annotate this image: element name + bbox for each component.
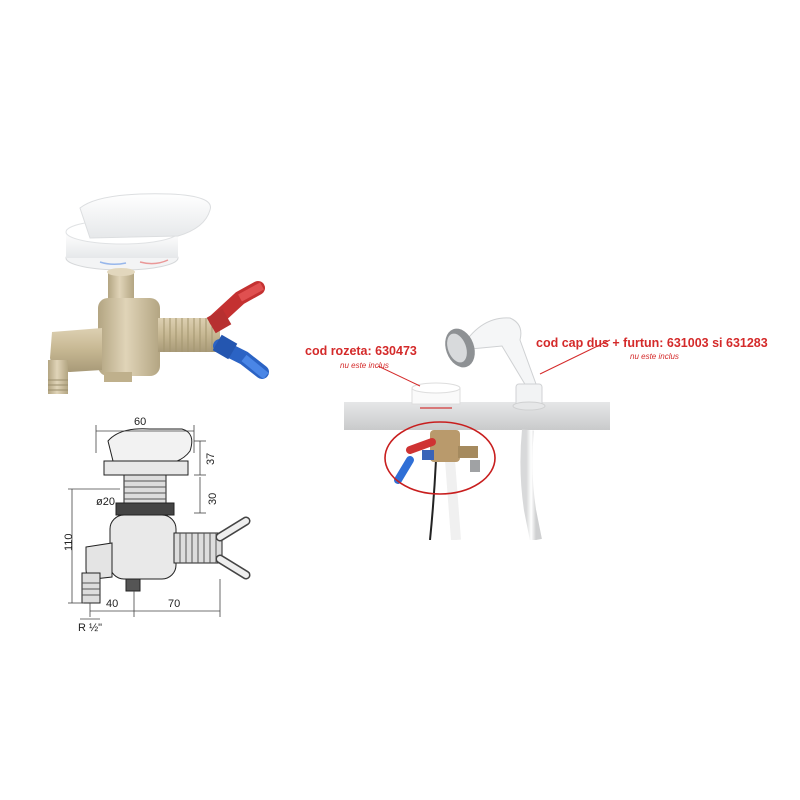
valve-body bbox=[48, 298, 220, 394]
dim-height-total: 110 bbox=[63, 533, 75, 551]
dim-offset-right: 70 bbox=[168, 598, 180, 610]
callout-rozeta-note: nu este inclus bbox=[340, 361, 389, 370]
valve-photo bbox=[48, 193, 269, 394]
dim-width-top: 60 bbox=[134, 416, 146, 428]
dim-height-handle: 37 bbox=[205, 453, 217, 465]
rosette bbox=[411, 382, 461, 409]
cold-water-connector bbox=[212, 334, 269, 380]
dim-height-stem: 30 bbox=[207, 493, 219, 505]
dim-diameter: ø20 bbox=[96, 496, 115, 508]
callout-cap-dus-note: nu este inclus bbox=[630, 352, 679, 361]
drawing-handle bbox=[107, 428, 193, 466]
installed-valve bbox=[394, 430, 480, 484]
shower-head bbox=[445, 317, 546, 411]
mixer-handle bbox=[65, 193, 211, 271]
callout-rozeta-label: cod rozeta: 630473 bbox=[305, 344, 417, 358]
leader-cap-dus bbox=[539, 339, 611, 375]
countertop bbox=[344, 402, 610, 430]
shower-hose bbox=[520, 429, 542, 540]
dim-thread: R ½" bbox=[78, 622, 102, 634]
leader-rozeta bbox=[377, 365, 421, 387]
callout-cap-dus-label: cod cap dus + furtun: 631003 si 631283 bbox=[536, 336, 768, 350]
installation-photo bbox=[344, 317, 611, 540]
hot-water-connector bbox=[206, 281, 265, 334]
technical-drawing: 60 37 30 ø20 110 40 70 R ½" bbox=[63, 416, 251, 634]
dim-offset-left: 40 bbox=[106, 598, 118, 610]
highlight-circle bbox=[384, 421, 496, 495]
